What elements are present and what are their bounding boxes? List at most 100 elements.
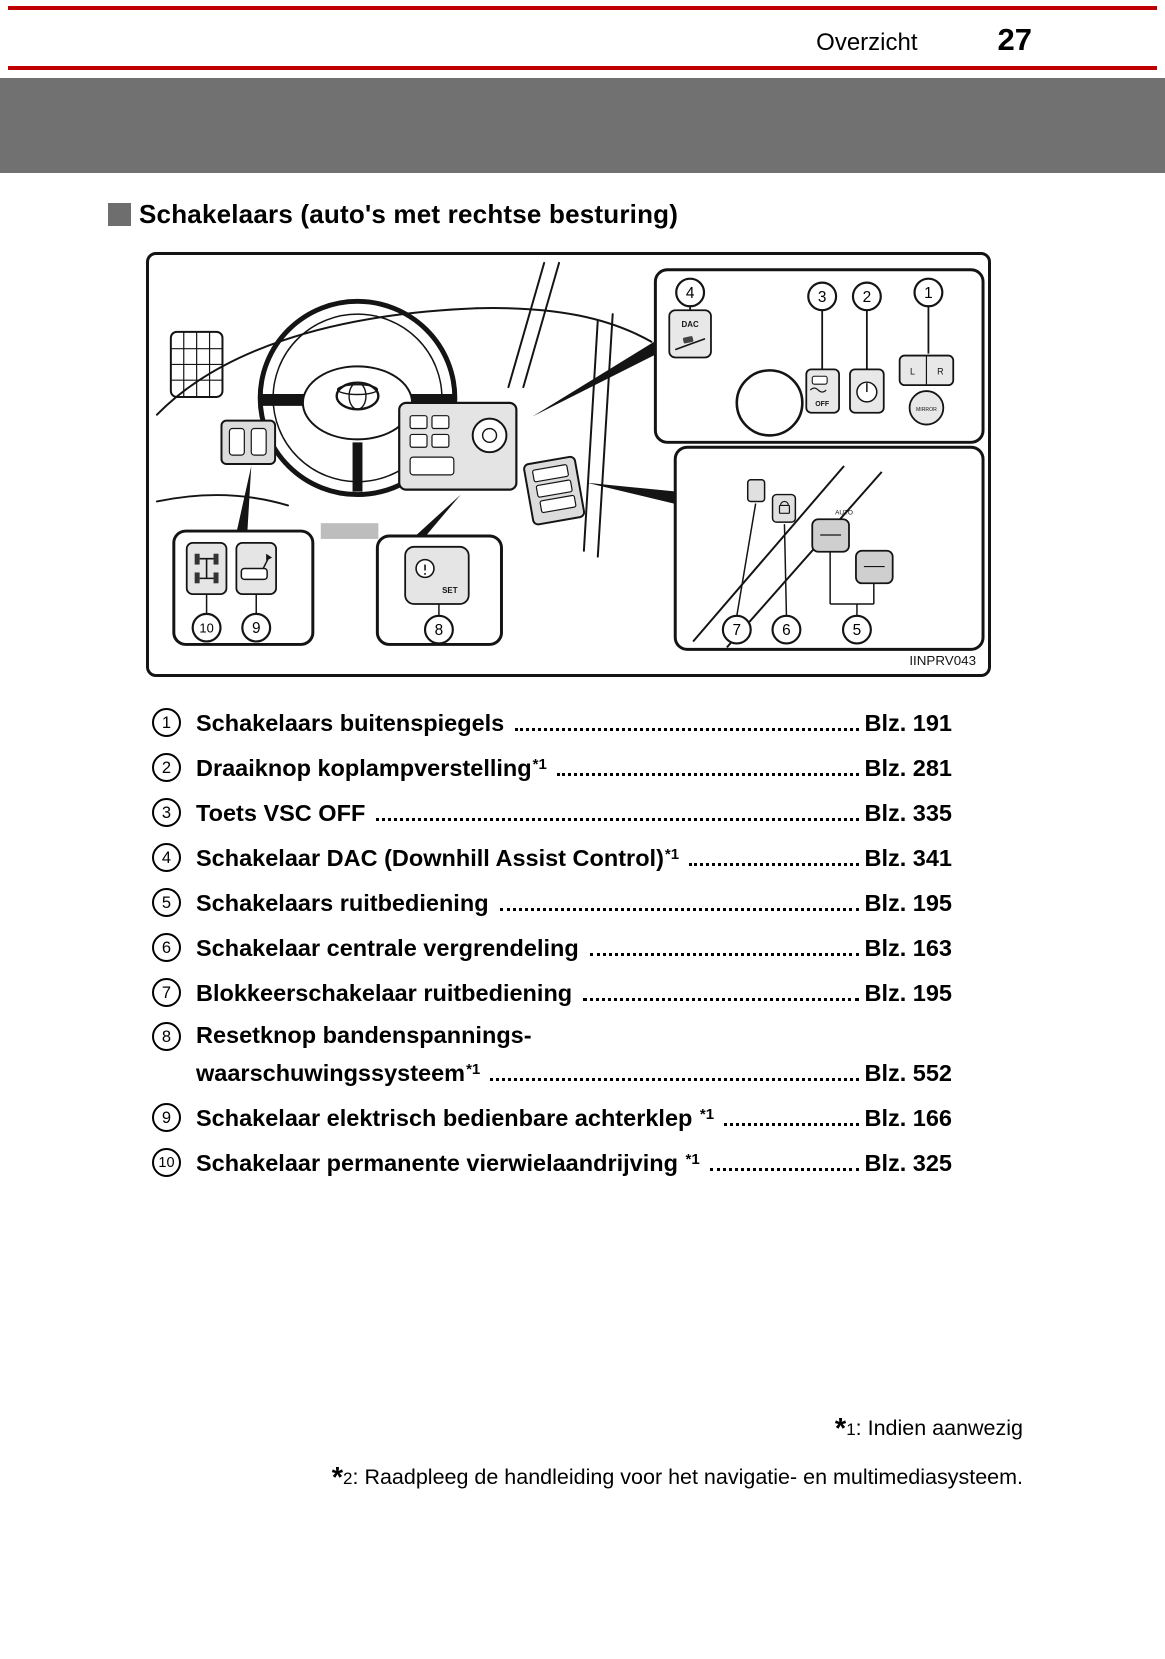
page-reference: Blz. 325	[864, 1150, 952, 1176]
footnotes: *1: Indien aanwezig *2: Raadpleeg de han…	[0, 1413, 1165, 1495]
dotted-leader	[515, 728, 860, 731]
item-label: Schakelaar centrale vergrendeling	[196, 935, 579, 961]
vsc-off-label: OFF	[815, 401, 829, 408]
window-switches	[811, 518, 894, 585]
page-header: Overzicht 27	[0, 10, 1165, 66]
callout-box-door-switches: AUTO 7 6 5	[673, 445, 985, 651]
door-switch-bank	[523, 455, 586, 526]
item-number: 7	[152, 978, 181, 1007]
awd-lock-switch	[185, 541, 228, 596]
dotted-leader	[709, 1168, 860, 1171]
footnote-1: *1: Indien aanwezig	[834, 1413, 1023, 1445]
central-lock-switch	[771, 493, 797, 523]
list-item: 9 Schakelaar elektrisch bedienbare achte…	[152, 1100, 952, 1133]
footnote-2: *2: Raadpleeg de handleiding voor het na…	[331, 1462, 1023, 1494]
callout-1: 1	[913, 277, 944, 308]
item-multiline: Resetknop bandenspannings- waarschuwings…	[196, 1020, 952, 1088]
power-back-door-switch	[235, 541, 277, 596]
svg-text:3: 3	[818, 289, 827, 306]
header-section-title: Overzicht	[816, 29, 918, 56]
list-item: 3 Toets VSC OFF Blz. 335	[152, 795, 952, 828]
item-number: 10	[152, 1148, 181, 1177]
figure-box: DAC OFF L R MIRROR 4	[146, 252, 991, 677]
dotted-leader	[724, 1123, 860, 1126]
list-item: 8 Resetknop bandenspannings- waarschuwin…	[152, 1020, 952, 1088]
mirror-label: MIRROR	[916, 407, 937, 413]
dotted-leader	[689, 863, 860, 866]
item-number: 8	[152, 1022, 181, 1051]
list-item: 4 Schakelaar DAC (Downhill Assist Contro…	[152, 840, 952, 873]
auto-label: AUTO	[835, 509, 853, 516]
item-label: Schakelaar permanente vierwielaandrijvin…	[196, 1150, 700, 1176]
panel-dial	[735, 369, 804, 437]
center-console-panel	[398, 401, 518, 491]
list-item: 10 Schakelaar permanente vierwielaandrij…	[152, 1145, 952, 1178]
callout-4: 4	[675, 277, 706, 308]
item-label-line2: waarschuwingssysteem*1	[196, 1060, 481, 1086]
mirror-left-label: L	[910, 366, 915, 376]
svg-text:1: 1	[924, 285, 933, 302]
set-label: SET	[442, 586, 458, 595]
list-item: 1 Schakelaars buitenspiegels Blz. 191	[152, 705, 952, 738]
vsc-off-switch: OFF	[805, 368, 840, 414]
asterisk-icon: *	[331, 1462, 344, 1494]
callout-6: 6	[771, 614, 802, 645]
page-reference: Blz. 166	[864, 1105, 952, 1131]
column-switch-panel	[220, 419, 277, 465]
switch-legend-list: 1 Schakelaars buitenspiegels Blz. 191 2 …	[152, 705, 952, 1178]
headlight-leveling-dial	[849, 368, 885, 414]
svg-text:7: 7	[733, 622, 742, 639]
figure-code: IINPRV043	[909, 653, 976, 668]
section-heading-text: Schakelaars (auto's met rechtse besturin…	[139, 199, 679, 229]
item-number: 3	[152, 798, 181, 827]
svg-text:9: 9	[252, 620, 261, 637]
svg-text:4: 4	[686, 285, 695, 302]
dotted-leader	[556, 773, 860, 776]
item-label: Blokkeerschakelaar ruitbediening	[196, 980, 573, 1006]
item-number: 2	[152, 753, 181, 782]
callout-7: 7	[721, 614, 752, 645]
callout-box-tpms-reset: SET 8	[375, 534, 503, 646]
callout-10: 10	[191, 612, 222, 643]
item-label: Schakelaars ruitbediening	[196, 890, 489, 916]
item-label: Toets VSC OFF	[196, 800, 366, 826]
header-red-rule	[8, 66, 1157, 70]
page-reference: Blz. 195	[864, 980, 952, 1006]
callout-box-left-switches: 10 9	[172, 529, 315, 646]
item-number: 1	[152, 708, 181, 737]
list-item: 6 Schakelaar centrale vergrendeling Blz.…	[152, 930, 952, 963]
svg-text:2: 2	[863, 289, 872, 306]
header-page-number: 27	[997, 22, 1032, 57]
callout-5: 5	[841, 614, 872, 645]
svg-text:5: 5	[853, 622, 862, 639]
callout-8: 8	[423, 614, 454, 645]
dashboard-diagram: DAC OFF L R MIRROR 4	[155, 261, 985, 668]
dac-switch: DAC	[668, 309, 712, 359]
list-item: 2 Draaiknop koplampverstelling*1 Blz. 28…	[152, 750, 952, 783]
item-number: 6	[152, 933, 181, 962]
dotted-leader	[376, 818, 860, 821]
dotted-leader	[490, 1078, 860, 1081]
item-label: Schakelaar elektrisch bedienbare achterk…	[196, 1105, 715, 1131]
page-reference: Blz. 341	[864, 845, 952, 871]
item-label: Schakelaars buitenspiegels	[196, 710, 505, 736]
list-item: 5 Schakelaars ruitbediening Blz. 195	[152, 885, 952, 918]
list-item: 7 Blokkeerschakelaar ruitbediening Blz. …	[152, 975, 952, 1008]
asterisk-icon: *	[834, 1413, 847, 1445]
mirror-right-label: R	[937, 366, 944, 376]
svg-text:6: 6	[782, 622, 791, 639]
air-vent-icon	[169, 330, 224, 398]
top-red-rule	[8, 6, 1157, 10]
square-bullet-icon	[108, 203, 131, 226]
callout-9: 9	[241, 612, 272, 643]
column-lower-trim	[320, 523, 379, 539]
page-reference: Blz. 195	[864, 890, 952, 916]
callout-3: 3	[807, 281, 838, 312]
callout-box-dash-switches: DAC OFF L R MIRROR 4	[653, 268, 985, 444]
page-reference: Blz. 191	[864, 710, 952, 736]
callout-2: 2	[851, 281, 882, 312]
item-number: 4	[152, 843, 181, 872]
mirror-control-switch: L R MIRROR	[898, 354, 955, 426]
toyota-emblem-icon	[335, 381, 380, 411]
svg-text:8: 8	[435, 622, 444, 639]
